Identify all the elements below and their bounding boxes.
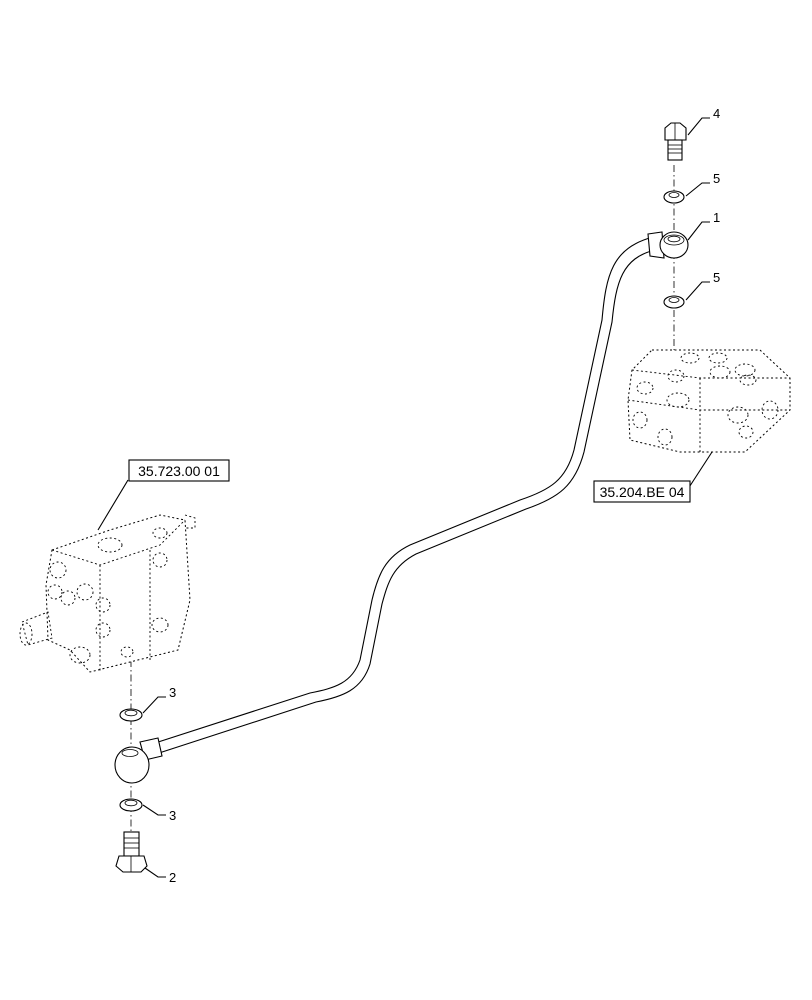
axis-lines [130,165,675,840]
right-valve-block [627,349,791,453]
reference-box-left[interactable]: 35.723.00 01 [128,459,230,482]
washer-3-lower [119,798,143,812]
banjo-bolt-bottom [115,831,148,873]
upper-banjo-fitting [647,231,689,259]
hydraulic-tube [151,236,656,755]
left-valve-block [19,514,196,673]
callout-5-lower: 5 [713,270,720,285]
washer-upper [663,190,685,204]
callout-4: 4 [713,106,720,121]
washer-3-upper [119,708,143,722]
callout-3-lower: 3 [169,808,176,823]
washer-lower [663,295,685,309]
reference-label-right[interactable]: 35.204.BE 04 [600,484,685,500]
lower-banjo-fitting [114,737,163,784]
callout-1: 1 [713,210,720,225]
reference-label-left[interactable]: 35.723.00 01 [138,463,220,479]
callout-5-upper: 5 [713,171,720,186]
banjo-bolt-top [664,122,687,161]
callout-3-upper: 3 [169,685,176,700]
reference-box-right[interactable]: 35.204.BE 04 [593,480,691,503]
callout-2: 2 [169,870,176,885]
